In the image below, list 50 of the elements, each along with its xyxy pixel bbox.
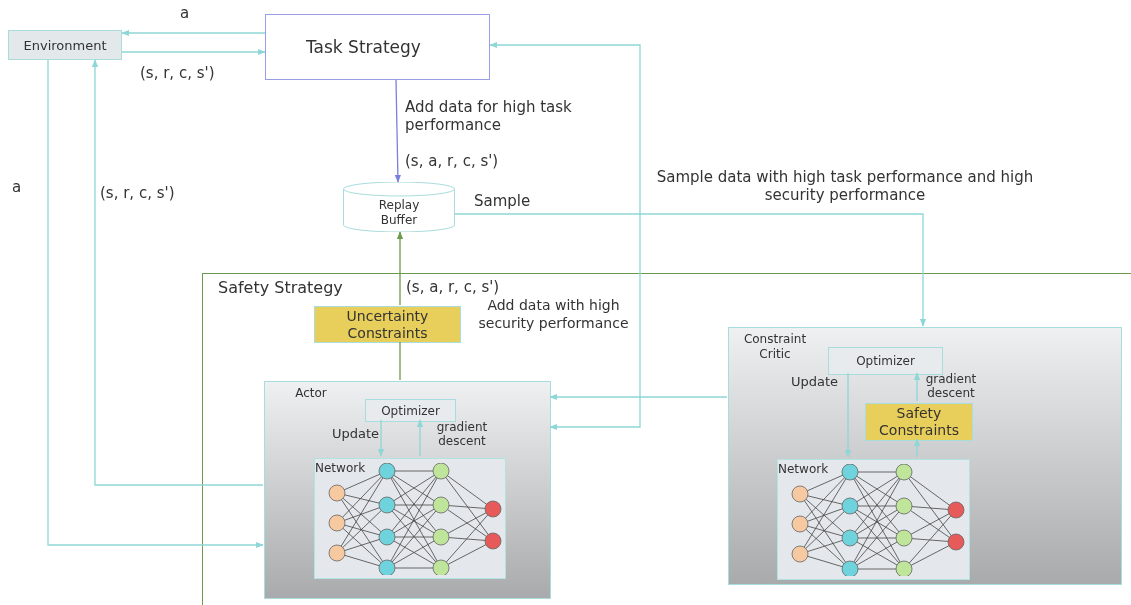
box-label: Task Strategy <box>306 37 421 57</box>
edge-label: Add data for high task performance <box>405 98 573 134</box>
optimizer-box <box>365 399 456 422</box>
edge-label: (s, r, c, s') <box>140 64 215 82</box>
annotation-text: Add data with high security performance <box>477 296 630 332</box>
box-label: Safety Constraints <box>878 405 960 439</box>
environment-box <box>8 30 122 60</box>
edge-label: Sample <box>474 192 531 210</box>
constraint-box <box>865 403 973 441</box>
panel-heading: Constraint Critic <box>742 332 808 362</box>
edge-label: (s, a, r, c, s') <box>406 278 500 296</box>
edge-label: (s, r, c, s') <box>100 184 175 202</box>
annotation-text: (s, a, r, c, s') <box>405 152 499 170</box>
safety-strategy-region <box>202 273 1131 605</box>
box-label: Optimizer <box>381 403 440 418</box>
connector-arrow <box>121 29 266 37</box>
process-box <box>265 14 490 80</box>
connector-arrow <box>844 372 852 458</box>
optimizer-box <box>828 347 943 375</box>
connector-arrow <box>416 419 424 457</box>
replay-buffer-cylinder <box>343 182 455 232</box>
box-label: Network <box>778 462 829 476</box>
edge-label: a <box>12 178 22 196</box>
edge-label: Update <box>791 374 839 389</box>
constraint-box <box>314 306 461 343</box>
panel-heading: Actor <box>294 386 328 401</box>
edge-label: a <box>180 4 190 22</box>
annotation-text: Sample data with high task performance and high security performance <box>655 168 1035 204</box>
connector-arrow <box>121 48 266 56</box>
box-label: Optimizer <box>856 354 915 368</box>
connector-arrow <box>913 438 921 458</box>
connector-arrow <box>913 372 921 402</box>
box-label: Uncertainty Constraints <box>345 307 430 342</box>
connector-arrow <box>549 393 728 401</box>
connector-arrow <box>396 231 404 306</box>
connector-arrow <box>47 59 264 549</box>
box-label: Replay Buffer <box>377 198 421 228</box>
edge-label: gradient descent <box>924 372 978 400</box>
box-label: Network <box>315 461 366 475</box>
module-panel <box>728 327 1122 585</box>
connector-arrow <box>377 419 385 457</box>
module-panel <box>264 381 551 599</box>
edge-label: Update <box>332 426 380 441</box>
connector-arrow <box>489 41 641 431</box>
connector-arrow <box>454 213 927 327</box>
edge-label: gradient descent <box>435 420 489 448</box>
region-heading: Safety Strategy <box>218 278 343 297</box>
connector-arrow <box>394 79 401 183</box>
box-label: Environment <box>23 37 107 53</box>
connector-arrow <box>91 59 264 486</box>
